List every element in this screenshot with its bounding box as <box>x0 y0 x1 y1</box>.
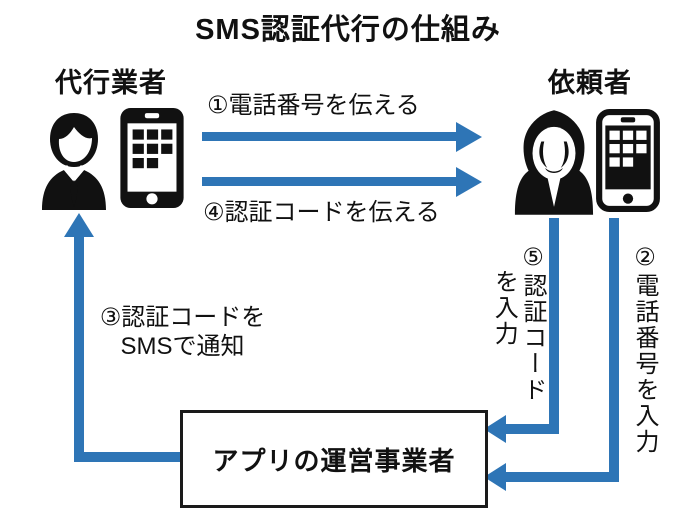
step4-label: ④認証コードを伝える <box>203 199 440 226</box>
arrow-step2-head <box>484 463 506 491</box>
arrow-step5-head <box>484 415 506 443</box>
actor-left-label: 代行業者 <box>55 68 167 98</box>
tablet-icon <box>117 107 187 209</box>
operator-box: アプリの運営事業者 <box>180 410 488 508</box>
businessman-icon-svg <box>42 113 106 210</box>
hooded-person-icon <box>512 108 596 216</box>
step1-label: ①電話番号を伝える <box>207 92 420 119</box>
step2-label: ②電話番号を入力 <box>631 243 658 455</box>
businessman-icon <box>33 110 115 210</box>
operator-box-label: アプリの運営事業者 <box>212 445 456 476</box>
arrow-step2-shaft-horizontal <box>506 472 619 482</box>
arrow-step2-shaft-vertical <box>609 218 619 482</box>
arrow-step3-shaft-horizontal <box>74 452 182 462</box>
step3-label: ③認証コードを SMSで通知 <box>99 304 266 361</box>
arrow-step3-head <box>64 213 94 237</box>
diagram-title: SMS認証代行の仕組み <box>195 14 501 46</box>
arrow-step5-shaft-horizontal <box>506 424 559 434</box>
arrow-step3-shaft-vertical <box>74 235 84 462</box>
hooded-person-icon-svg <box>514 110 594 215</box>
smartphone-icon <box>594 109 662 212</box>
smartphone-icon-svg <box>596 109 660 212</box>
tablet-icon-svg <box>120 108 184 208</box>
arrow-step5-shaft-vertical <box>549 218 559 434</box>
arrow-step4-shaft <box>202 177 456 186</box>
arrow-step1-shaft <box>202 132 456 141</box>
actor-right-label: 依頼者 <box>548 68 632 98</box>
arrow-step4-head <box>456 167 482 197</box>
arrow-step1-head <box>456 122 482 152</box>
step5-label: ⑤認証コード を入力 <box>490 243 546 403</box>
